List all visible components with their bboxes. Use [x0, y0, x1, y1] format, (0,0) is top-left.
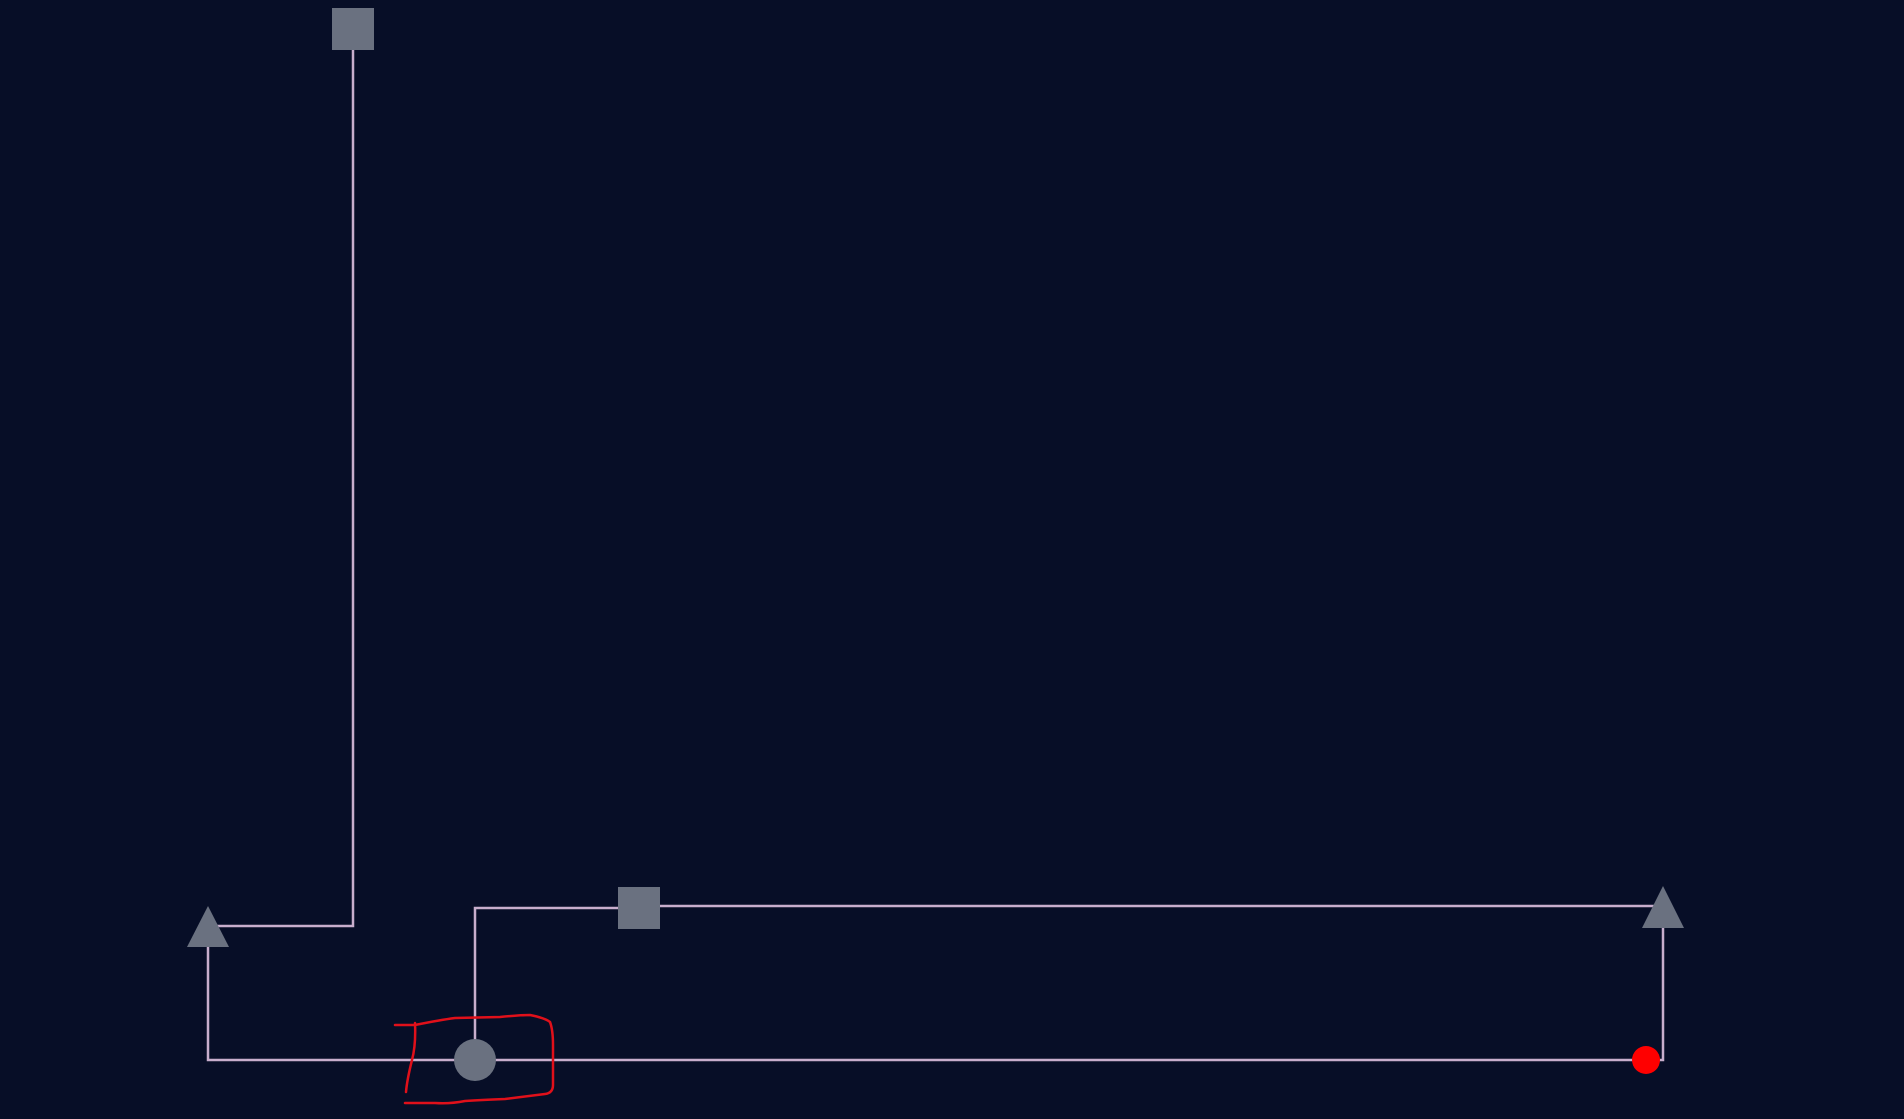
square-icon[interactable] — [618, 887, 660, 929]
circle-icon[interactable] — [454, 1039, 496, 1081]
annotation-box — [393, 1013, 555, 1105]
track — [206, 28, 1665, 1062]
nodes — [187, 8, 1684, 1081]
triangle-icon[interactable] — [187, 906, 229, 947]
triangle-icon[interactable] — [1642, 886, 1684, 928]
player-dot-icon[interactable] — [1632, 1046, 1660, 1074]
square-icon[interactable] — [332, 8, 374, 50]
track-segment-top-left — [206, 28, 1665, 1062]
